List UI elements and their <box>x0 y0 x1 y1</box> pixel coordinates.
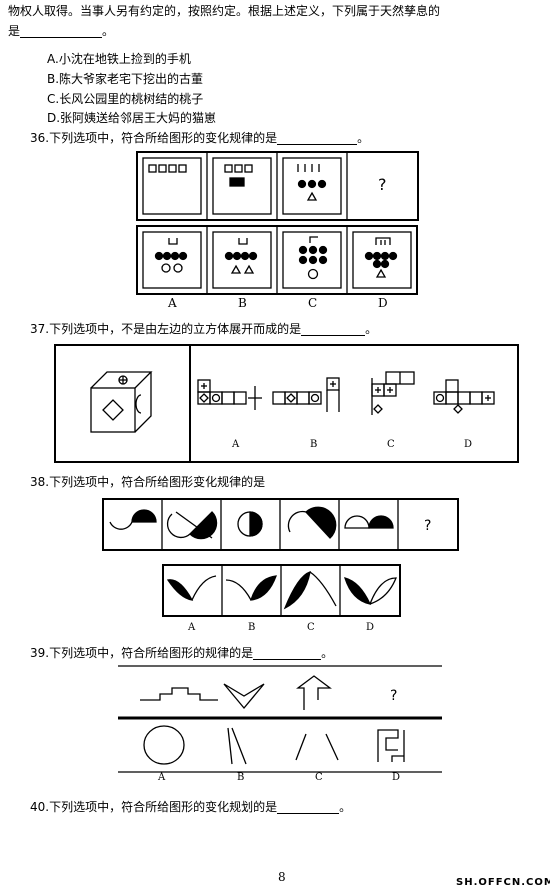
q39-label-c: C <box>315 772 323 783</box>
intro-line-2: 是。 <box>8 24 114 38</box>
q36-suffix: 。 <box>357 131 370 145</box>
q37-suffix: 。 <box>365 322 378 336</box>
q37-option-c-net <box>371 371 415 415</box>
intro-line-2-prefix: 是 <box>8 24 21 38</box>
q37-cube <box>90 371 153 433</box>
q35-option-c: C.长风公园里的桃树结的桃子 <box>47 92 204 106</box>
q39-stem: 39.下列选项中，符合所给图形的规律的是 。 <box>30 646 333 660</box>
q37-label-a: A <box>231 439 240 450</box>
q39-figure: ? <box>118 665 442 773</box>
q39-suffix: 。 <box>321 646 334 660</box>
q40-stem: 40.下列选项中，符合所给图形的变化规划的是 。 <box>30 800 351 814</box>
q37-option-d-net <box>433 379 495 414</box>
q36-options <box>136 225 418 295</box>
q40-suffix: 。 <box>339 800 352 814</box>
q40-blank <box>277 801 340 814</box>
q37-stem: 37.下列选项中，不是由左边的立方体展开而成的是 。 <box>30 322 377 336</box>
q37-figure <box>54 344 519 463</box>
q36-stem: 36.下列选项中，符合所给图形的变化规律的是 。 <box>30 131 369 145</box>
q40-stem-text: 40.下列选项中，符合所给图形的变化规划的是 <box>30 800 278 814</box>
plus-circle-icon <box>118 375 128 385</box>
q36-question-mark: ? <box>378 175 387 194</box>
q38-label-b: B <box>248 622 255 633</box>
q36-stem-text: 36.下列选项中，符合所给图形的变化规律的是 <box>30 131 278 145</box>
q37-label-d: D <box>464 439 472 450</box>
q36-label-a: A <box>167 296 177 310</box>
q37-option-a-net <box>197 379 262 410</box>
q38-label-c: C <box>307 622 315 633</box>
intro-line-1: 物权人取得。当事人另有约定的，按照约定。根据上述定义，下列属于天然孳息的 <box>8 4 441 18</box>
q39-question-mark: ? <box>390 688 397 704</box>
q39-label-b: B <box>237 772 244 783</box>
q36-sequence: ? <box>136 151 419 221</box>
answer-blank <box>20 25 103 38</box>
q35-option-b: B.陈大爷家老宅下挖出的古董 <box>47 72 204 86</box>
q36-label-d: D <box>378 296 388 310</box>
q37-option-b-net <box>272 377 340 412</box>
q37-blank <box>301 323 366 336</box>
q36-blank <box>277 132 358 145</box>
q37-label-c: C <box>387 439 395 450</box>
q39-label-a: A <box>157 772 166 783</box>
q38-stem: 38.下列选项中，符合所给图形变化规律的是 <box>30 475 266 489</box>
q38-options <box>162 564 401 617</box>
q39-blank <box>253 647 322 660</box>
q38-sequence: ? <box>102 498 459 551</box>
q35-option-d: D.张阿姨送给邻居王大妈的猫崽 <box>47 111 217 125</box>
watermark: SH.OFFCN.COM <box>456 877 550 888</box>
q35-option-a: A.小沈在地铁上捡到的手机 <box>47 52 191 66</box>
q38-question-mark: ? <box>424 518 431 534</box>
q37-label-b: B <box>310 439 317 450</box>
q37-stem-text: 37.下列选项中，不是由左边的立方体展开而成的是 <box>30 322 302 336</box>
q38-label-d: D <box>366 622 374 633</box>
q36-label-c: C <box>308 296 317 310</box>
page-number: 8 <box>278 870 286 884</box>
q39-stem-text: 39.下列选项中，符合所给图形的规律的是 <box>30 646 254 660</box>
q39-label-d: D <box>392 772 400 783</box>
intro-line-2-suffix: 。 <box>102 24 115 38</box>
q36-label-b: B <box>238 296 247 310</box>
q37-frame <box>54 344 519 463</box>
q38-label-a: A <box>187 622 196 633</box>
